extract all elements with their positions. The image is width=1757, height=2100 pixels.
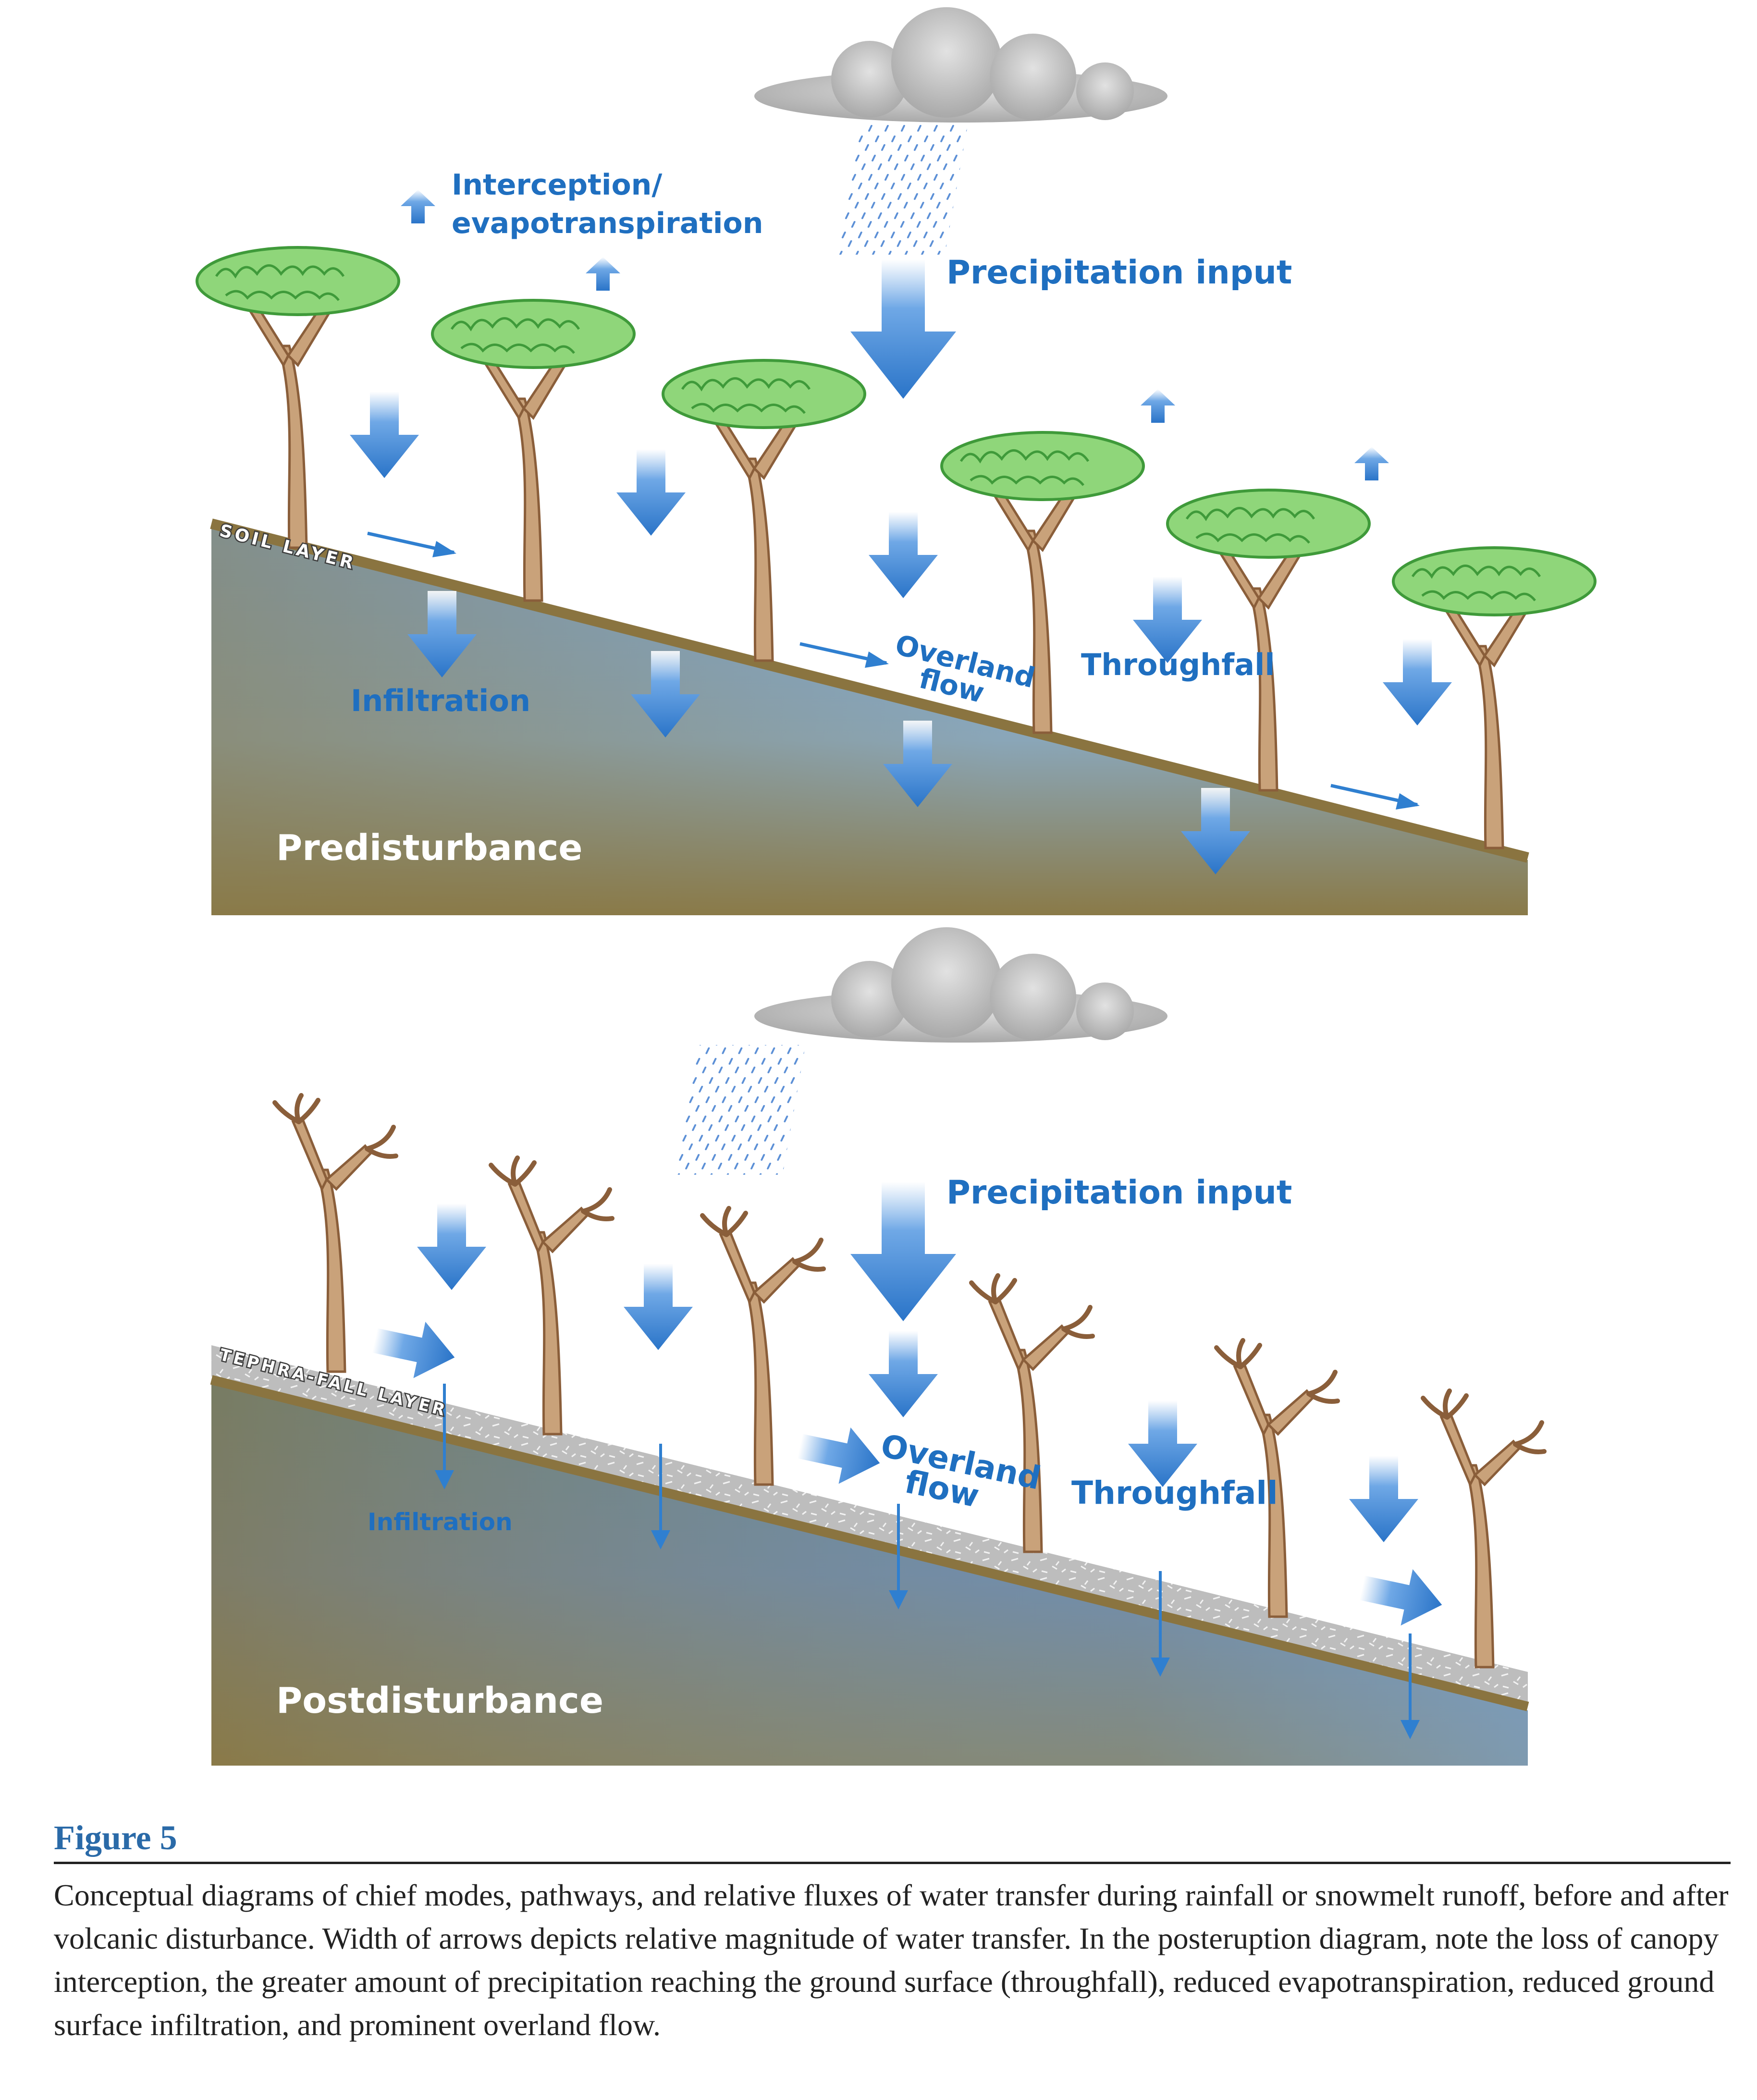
overland-flow-arrow <box>368 533 456 557</box>
caption-divider <box>54 1862 1731 1864</box>
throughfall-arrow <box>350 392 419 478</box>
tree <box>663 360 865 661</box>
figure-caption-block: Figure 5 Conceptual diagrams of chief mo… <box>54 1814 1731 2047</box>
tree <box>197 247 399 548</box>
ground-slope-shade <box>211 526 1528 915</box>
overland-flow-arrow <box>1356 1560 1448 1633</box>
interception-label: Interception/ <box>452 168 662 202</box>
overland-flow-arrow <box>800 644 889 668</box>
evapotranspiration-arrow <box>401 190 435 223</box>
throughfall-label: Throughfall <box>1081 647 1275 682</box>
throughfall-arrow <box>417 1204 486 1290</box>
soil-layer-line <box>210 1375 1529 1711</box>
throughfall-arrow <box>1128 1400 1197 1487</box>
overland-flow-arrow <box>369 1312 461 1386</box>
precipitation-arrow <box>850 259 956 399</box>
evapotranspiration-label: evapotranspiration <box>452 207 763 240</box>
dead-tree <box>491 1158 612 1434</box>
throughfall-arrow <box>616 449 686 536</box>
precipitation-label: Precipitation input <box>946 1174 1292 1212</box>
evapotranspiration-arrow <box>1354 447 1389 480</box>
rain-icon <box>672 1045 806 1175</box>
figure-title: Figure 5 <box>54 1818 177 1857</box>
throughfall-arrow <box>1383 639 1452 725</box>
soil-layer-line <box>210 518 1529 863</box>
predisturbance-title: Predisturbance <box>276 827 583 869</box>
precipitation-label: Precipitation input <box>946 254 1292 292</box>
throughfall-label: Throughfall <box>1071 1474 1278 1511</box>
predisturbance-panel: Interception/ evapotranspiration Precipi… <box>197 7 1595 915</box>
evapotranspiration-arrow <box>1141 389 1175 423</box>
tree <box>1167 490 1369 790</box>
cloud-icon <box>754 927 1167 1043</box>
tephra-fall-layer <box>211 1345 1528 1703</box>
evapotranspiration-arrow <box>586 257 620 291</box>
throughfall-arrow <box>869 512 938 598</box>
postdisturbance-panel: Precipitation input Overland flow Throug… <box>210 927 1544 1766</box>
infiltration-label: Infiltration <box>368 1508 513 1536</box>
rain-icon <box>834 125 968 255</box>
overland-flow-arrow <box>794 1418 886 1492</box>
precipitation-arrow <box>850 1182 956 1321</box>
figure-caption: Conceptual diagrams of chief modes, path… <box>54 1878 1729 2042</box>
ground-slope-shade <box>211 1384 1528 1766</box>
postdisturbance-title: Postdisturbance <box>276 1680 603 1721</box>
dead-tree <box>1423 1391 1544 1667</box>
throughfall-arrow <box>624 1264 693 1350</box>
throughfall-arrow <box>869 1331 938 1417</box>
tree <box>432 300 634 601</box>
throughfall-arrow <box>1349 1456 1418 1542</box>
cloud-icon <box>754 7 1167 123</box>
infiltration-label: Infiltration <box>351 683 530 718</box>
